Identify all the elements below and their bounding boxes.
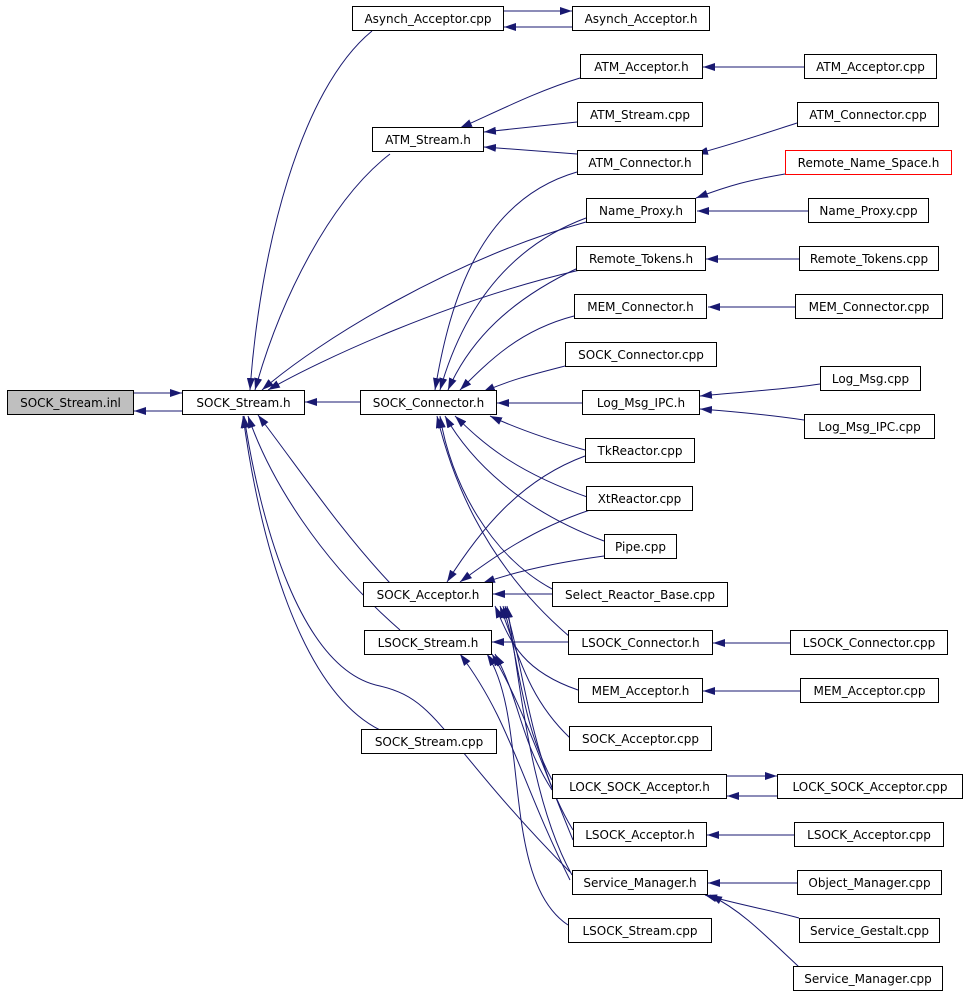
node-mem-acceptor-h[interactable]: MEM_Acceptor.h [578, 678, 703, 703]
node-asynch-acceptor-h[interactable]: Asynch_Acceptor.h [572, 6, 710, 31]
node-name-proxy-h[interactable]: Name_Proxy.h [586, 198, 696, 223]
node-tkreactor-cpp[interactable]: TkReactor.cpp [585, 438, 695, 463]
node-remote-name-space-h[interactable]: Remote_Name_Space.h [785, 150, 952, 175]
node-sock-stream-inl: SOCK_Stream.inl [7, 390, 134, 415]
edge [240, 415, 381, 731]
edge [459, 315, 575, 391]
edge [483, 121, 578, 135]
edge [261, 221, 587, 391]
node-remote-tokens-cpp[interactable]: Remote_Tokens.cpp [799, 246, 939, 271]
node-service-manager-cpp[interactable]: Service_Manager.cpp [793, 966, 943, 991]
node-mem-connector-h[interactable]: MEM_Connector.h [574, 294, 707, 319]
edge [505, 605, 573, 876]
node-lsock-acceptor-cpp[interactable]: LSOCK_Acceptor.cpp [794, 822, 944, 847]
edge [494, 605, 579, 691]
edge [257, 414, 391, 584]
node-mem-acceptor-cpp[interactable]: MEM_Acceptor.cpp [800, 678, 939, 703]
edge [433, 171, 578, 391]
edge [459, 509, 591, 583]
edge [435, 415, 571, 638]
edge [482, 555, 605, 584]
edge [241, 415, 571, 873]
edge [699, 383, 821, 399]
node-lock-sock-acceptor-cpp[interactable]: LOCK_SOCK_Acceptor.cpp [777, 774, 963, 799]
edge [504, 605, 574, 831]
edge [447, 267, 579, 391]
edge [704, 894, 800, 919]
edge [695, 122, 798, 155]
node-name-proxy-cpp[interactable]: Name_Proxy.cpp [808, 198, 929, 223]
edge [494, 653, 553, 791]
node-lsock-stream-cpp[interactable]: LSOCK_Stream.cpp [568, 918, 712, 943]
node-asynch-acceptor-cpp[interactable]: Asynch_Acceptor.cpp [352, 6, 504, 31]
node-sock-connector-cpp[interactable]: SOCK_Connector.cpp [565, 342, 717, 367]
node-xtreactor-cpp[interactable]: XtReactor.cpp [586, 486, 693, 511]
edge [267, 269, 581, 391]
edge [502, 605, 553, 781]
node-atm-stream-cpp[interactable]: ATM_Stream.cpp [577, 102, 703, 127]
node-select-reactor-base-cpp[interactable]: Select_Reactor_Base.cpp [552, 582, 728, 607]
edge [483, 143, 578, 155]
edge [246, 30, 373, 391]
node-atm-connector-h[interactable]: ATM_Connector.h [577, 150, 703, 175]
node-sock-connector-h[interactable]: SOCK_Connector.h [360, 390, 497, 415]
node-mem-connector-cpp[interactable]: MEM_Connector.cpp [795, 294, 943, 319]
node-pipe-cpp[interactable]: Pipe.cpp [604, 534, 677, 559]
node-log-msg-ipc-cpp[interactable]: Log_Msg_IPC.cpp [804, 414, 935, 439]
node-lock-sock-acceptor-h[interactable]: LOCK_SOCK_Acceptor.h [552, 774, 727, 799]
edge [486, 653, 569, 926]
node-lsock-acceptor-h[interactable]: LSOCK_Acceptor.h [573, 822, 707, 847]
node-sock-stream-cpp[interactable]: SOCK_Stream.cpp [361, 729, 497, 754]
node-remote-tokens-h[interactable]: Remote_Tokens.h [576, 246, 706, 271]
node-log-msg-cpp[interactable]: Log_Msg.cpp [820, 366, 921, 391]
node-atm-connector-cpp[interactable]: ATM_Connector.cpp [797, 102, 939, 127]
edge [491, 653, 574, 841]
node-sock-acceptor-h[interactable]: SOCK_Acceptor.h [363, 582, 493, 607]
node-sock-stream-h[interactable]: SOCK_Stream.h [182, 390, 305, 415]
edge [482, 365, 566, 393]
edge [454, 415, 591, 499]
node-object-manager-cpp[interactable]: Object_Manager.cpp [797, 870, 942, 895]
node-atm-stream-h[interactable]: ATM_Stream.h [372, 127, 484, 152]
node-atm-acceptor-h[interactable]: ATM_Acceptor.h [580, 54, 703, 79]
node-lsock-stream-h[interactable]: LSOCK_Stream.h [364, 630, 492, 655]
edge [446, 455, 586, 583]
edge [437, 415, 561, 594]
edge [695, 173, 786, 199]
edge [439, 217, 587, 391]
node-service-manager-h[interactable]: Service_Manager.h [572, 870, 708, 895]
node-lsock-connector-h[interactable]: LSOCK_Connector.h [568, 630, 713, 655]
edge [459, 77, 581, 129]
edge [254, 153, 391, 391]
node-log-msg-ipc-h[interactable]: Log_Msg_IPC.h [582, 390, 700, 415]
edge [444, 415, 605, 542]
edge [499, 605, 571, 739]
node-service-gestalt-cpp[interactable]: Service_Gestalt.cpp [799, 918, 940, 943]
node-lsock-connector-cpp[interactable]: LSOCK_Connector.cpp [790, 630, 948, 655]
edge [699, 405, 805, 421]
edge [459, 653, 571, 881]
node-sock-acceptor-cpp[interactable]: SOCK_Acceptor.cpp [569, 726, 712, 751]
edge [709, 894, 801, 969]
edge [489, 415, 586, 451]
node-atm-acceptor-cpp[interactable]: ATM_Acceptor.cpp [804, 54, 937, 79]
